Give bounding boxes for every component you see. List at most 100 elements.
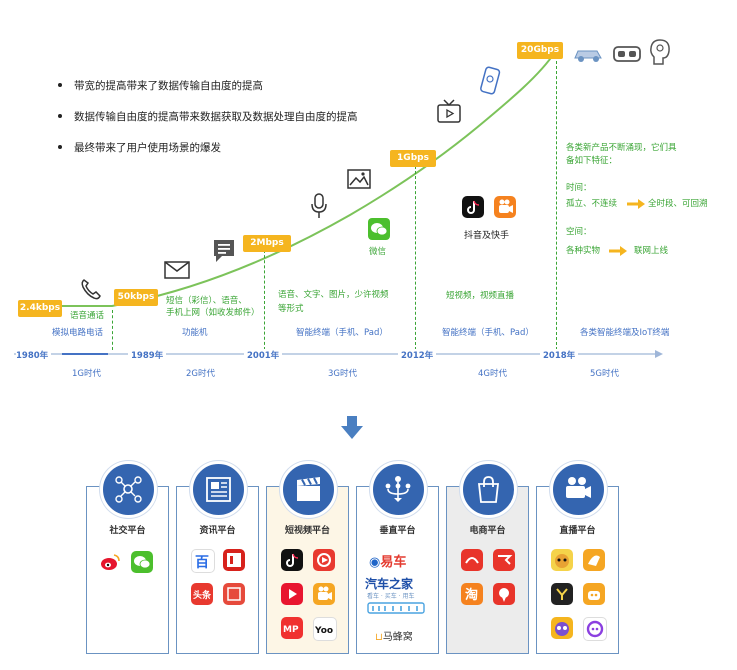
divider [556, 56, 557, 350]
inke-app-icon [551, 617, 573, 639]
taobao-app-icon: 淘 [461, 583, 483, 605]
bullet-list: 带宽的提高带来了数据传输自由度的提高 数据传输自由度的提高带来数据获取及数据处理… [56, 78, 476, 171]
era-1g: 1G时代 [72, 369, 101, 379]
platform-card-news: 资讯平台 百 头条 [176, 461, 259, 654]
wangyi-app-icon [223, 583, 245, 605]
platform-card-social: 社交平台 [86, 461, 169, 654]
label-time: 时间： [566, 183, 592, 193]
platform-title: 电商平台 [469, 526, 506, 536]
xigua-app-icon [281, 583, 303, 605]
douyin-label: 抖音及快手 [464, 231, 510, 241]
label-5g-intro-2: 备如下特征： [566, 156, 618, 166]
meipai-app-icon: MP [281, 617, 303, 639]
platform-title: 直播平台 [559, 526, 596, 536]
divider [264, 250, 265, 350]
yy-app-icon [551, 583, 573, 605]
platform-title: 社交平台 [109, 526, 146, 536]
down-arrow-icon [341, 416, 363, 439]
douyin-app-icon [281, 549, 303, 571]
speed-badge-2g: 50kbps [114, 289, 158, 306]
image-icon [347, 169, 371, 189]
device-label-3g: 智能终端（手机、Pad） [296, 328, 388, 338]
speed-badge-3g: 2Mbps [243, 235, 291, 252]
tv-icon [437, 99, 461, 123]
jd-app-icon [461, 549, 483, 571]
speed-badge-1g: 2.4kbps [18, 300, 62, 317]
timeline-arrow [655, 350, 663, 358]
year-2012: 2012年 [398, 349, 437, 361]
video-camera-icon [550, 461, 607, 518]
label-space-from: 各种实物 [566, 246, 601, 256]
label-space: 空间： [566, 227, 592, 237]
mafengwo-logo: ⊔马蜂窝 [375, 632, 413, 643]
douyin-app-icon [462, 196, 484, 218]
bullet-item: 最终带来了用户使用场景的爆发 [56, 140, 476, 155]
platform-card-ecommerce: 电商平台 淘 [446, 461, 529, 654]
svg-text:百: 百 [195, 555, 209, 571]
smart-head-icon [650, 39, 670, 65]
platform-card-live: 直播平台 [536, 461, 619, 654]
vertical-app-logo [367, 602, 425, 614]
platform-title: 资讯平台 [199, 526, 236, 536]
envelope-icon [164, 261, 190, 279]
platform-card-vertical: 垂直平台 ◉易车 汽车之家 看车 · 买车 · 用车 ⊔马蜂窝 [356, 461, 439, 654]
vr-headset-icon [613, 46, 641, 62]
label-4g-service: 短视频，视频直播 [446, 291, 515, 301]
arrow-right-icon [627, 199, 645, 209]
label-time-from: 孤立、不连续 [566, 199, 618, 209]
label-2g-service-2: 手机上网（如收发邮件） [166, 308, 260, 318]
message-icon [214, 240, 234, 262]
huoshan-app-icon [313, 549, 335, 571]
device-label-1g: 模拟电路电话 [52, 328, 104, 338]
huya-app-icon [551, 549, 573, 571]
kuaishou-app-icon [494, 196, 516, 218]
label-5g-intro: 各类新产品不断涌现，它们具 [566, 143, 677, 153]
pinduoduo-app-icon [493, 583, 515, 605]
autonomous-car-icon [574, 50, 602, 62]
bullet-item: 带宽的提高带来了数据传输自由度的提高 [56, 78, 476, 93]
autohome-logo: 汽车之家 [365, 577, 414, 591]
news-app-icon [223, 549, 245, 571]
label-space-to: 联网上线 [634, 246, 669, 256]
svg-text:MP: MP [283, 625, 299, 635]
wechat-app-icon [131, 551, 153, 573]
autohome-subtitle: 看车 · 买车 · 用车 [367, 593, 415, 600]
device-label-2g: 功能机 [182, 328, 208, 338]
device-label-4g: 智能终端（手机、Pad） [442, 328, 534, 338]
year-2018: 2018年 [540, 349, 579, 361]
era-2g: 2G时代 [186, 369, 215, 379]
year-2001: 2001年 [244, 349, 283, 361]
era-3g: 3G时代 [328, 369, 357, 379]
arrow-right-icon [609, 246, 627, 256]
era-4g: 4G时代 [478, 369, 507, 379]
yoo-app-icon: Yoo [313, 617, 337, 641]
platform-card-short-video: 短视频平台 MP Yoo [266, 461, 349, 654]
platform-title: 短视频平台 [284, 526, 330, 536]
svg-text:Yoo: Yoo [314, 626, 333, 636]
hierarchy-icon [370, 461, 427, 518]
label-2g-service: 短信（彩信）、语音、 [166, 296, 247, 306]
newspaper-icon [190, 461, 247, 518]
year-1980: 1980年 [16, 349, 52, 361]
speed-badge-5g: 20Gbps [517, 42, 563, 59]
momo-app-icon [583, 617, 607, 641]
clapperboard-icon [280, 461, 337, 518]
microphone-icon [311, 193, 327, 218]
svg-text:头条: 头条 [193, 589, 212, 601]
divider [415, 166, 416, 350]
smartphone-icon [480, 66, 501, 95]
kuaishou-live-app-icon [583, 583, 605, 605]
phone-icon [81, 279, 101, 300]
bullet-item: 数据传输自由度的提高带来数据获取及数据处理自由度的提高 [56, 109, 476, 124]
era-5g: 5G时代 [590, 369, 619, 379]
svg-text:淘: 淘 [465, 587, 478, 603]
social-network-icon [100, 461, 157, 518]
toutiao-app-icon: 头条 [191, 583, 213, 605]
wechat-app-icon [368, 218, 390, 240]
label-1g-service: 语音通话 [70, 311, 105, 321]
tmall-app-icon [493, 549, 515, 571]
divider [112, 310, 113, 350]
label-3g-service-2: 等形式 [278, 304, 304, 314]
label-time-to: 全时段、可回溯 [648, 199, 708, 209]
baidu-news-app-icon: 百 [191, 549, 215, 573]
